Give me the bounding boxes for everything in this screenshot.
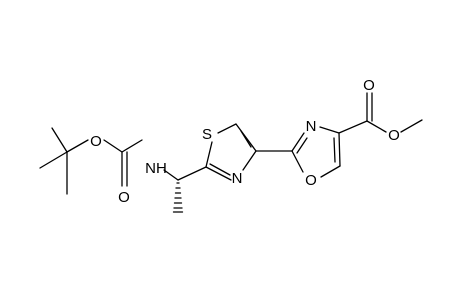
bond-nitrogen-stereocenter	[163, 169, 179, 181]
bond-ester-oxygen	[366, 120, 387, 133]
bond-c4-c5	[338, 132, 341, 167]
bond-tbu-oxygen	[66, 139, 89, 153]
bond-carbonyl-nitrogen	[121, 139, 143, 153]
bond-tbu-methyl-up	[51, 127, 68, 153]
atom-o-oxazole: O	[305, 172, 317, 189]
carbamate-group	[103, 139, 143, 187]
bond-ring-ester-carbon	[338, 120, 368, 134]
atom-o-ester-boc: O	[90, 133, 102, 150]
bond-c2-n3-inner	[296, 137, 308, 154]
atom-o-ester-methyl: O	[388, 127, 400, 144]
bond-c5-c4-inner	[240, 130, 252, 148]
bond-o1-c2	[291, 150, 304, 173]
thiazole-ring	[205, 123, 257, 181]
bond-n3-c2	[205, 166, 232, 181]
bond-c4-c5-inner	[333, 137, 336, 163]
bond-tbu-methyl-left	[39, 151, 68, 169]
bond-c2-s1	[205, 141, 213, 168]
bond-s1-c5	[217, 123, 237, 134]
bond-stereocenter-thiazole	[177, 166, 207, 181]
atom-o-carbonyl-ester: O	[363, 77, 375, 94]
bond-n3-c4	[319, 126, 340, 134]
methyl-ester-group	[338, 92, 423, 134]
atom-nh-amide: NH	[145, 160, 167, 177]
bond-c2-n3	[291, 132, 305, 152]
ethyl-linker	[163, 166, 207, 213]
bond-n3-c2-inner	[209, 163, 231, 176]
atom-n-oxazole: N	[306, 118, 317, 135]
bond-c4-n3	[242, 150, 257, 171]
atom-o-carbonyl-boc: O	[118, 189, 130, 206]
atom-s-thiazole: S	[202, 126, 212, 143]
oxazole-ring	[291, 126, 341, 178]
bond-c5-c4	[235, 123, 257, 152]
hashed-wedge-bond	[172, 182, 184, 213]
atom-n-thiazole: N	[232, 170, 243, 187]
bond-c5-o1	[320, 165, 341, 178]
bond-oxygen-methyl	[400, 119, 423, 133]
bond-oxygen-carbonyl-carbon	[103, 139, 123, 153]
tert-butyl-group	[39, 127, 89, 195]
